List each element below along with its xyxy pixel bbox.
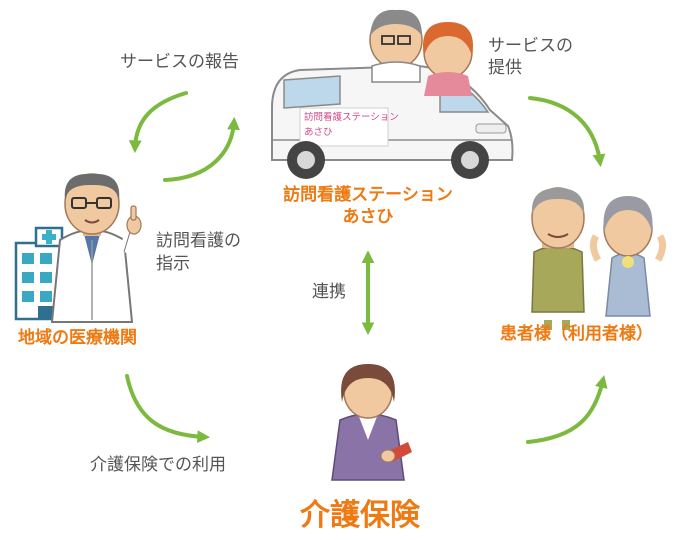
van-nurse-icon bbox=[423, 22, 473, 96]
arrow-insurance-patients bbox=[526, 375, 608, 444]
node-hospital: 地域の医療機関 bbox=[18, 328, 137, 348]
node-station-line1: 訪問看護ステーション bbox=[283, 185, 453, 205]
node-station-line2: あさひ bbox=[342, 207, 394, 228]
label-service-provide-2: 提供 bbox=[488, 58, 522, 78]
label-cooperate: 連携 bbox=[312, 282, 346, 302]
node-station: 訪問看護ステーション あさひ bbox=[238, 184, 498, 228]
care-manager-icon bbox=[331, 364, 412, 481]
label-service-provide-1: サービスの bbox=[488, 36, 573, 56]
doctor-icon bbox=[50, 173, 142, 323]
arrow-report bbox=[128, 91, 188, 154]
van-sign-line1: 訪問看護ステーション bbox=[304, 112, 399, 123]
node-insurance: 介護保険 bbox=[300, 498, 420, 533]
label-service-report: サービスの報告 bbox=[120, 52, 239, 72]
arrow-use bbox=[125, 374, 211, 444]
label-instruct-2: 指示 bbox=[156, 254, 190, 274]
label-instruct-1: 訪問看護の bbox=[156, 231, 241, 251]
elderly-woman-icon bbox=[589, 196, 667, 317]
arrow-return bbox=[163, 116, 240, 182]
van-driver-icon bbox=[369, 9, 423, 83]
arrow-provide bbox=[528, 96, 606, 168]
elderly-man-icon bbox=[531, 187, 585, 330]
label-insurance-use: 介護保険での利用 bbox=[90, 455, 226, 475]
node-patients: 患者様（利用者様） bbox=[500, 324, 653, 344]
van-sign-line2: あさひ bbox=[304, 127, 333, 138]
